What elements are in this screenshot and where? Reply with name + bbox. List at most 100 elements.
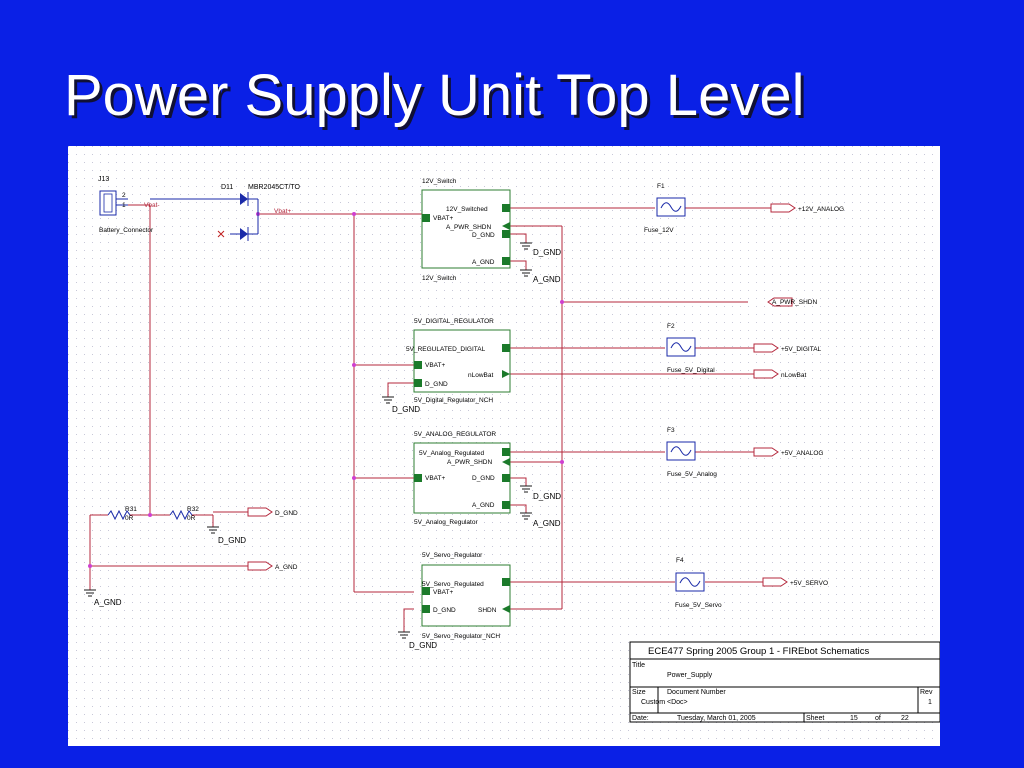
- port-5v-servo-icon: [762, 577, 788, 587]
- title-label: Title: [632, 662, 645, 669]
- block-digital-name: 5V_DIGITAL_REGULATOR: [414, 318, 494, 325]
- slide-title: Power Supply Unit Top Level: [64, 63, 805, 128]
- port-labels: +12V_ANALOG A_PWR_SHDN +5V_DIGITAL nLowB…: [275, 206, 844, 587]
- of-label: of: [875, 715, 881, 722]
- net-vbat-minus: Vbat-: [144, 202, 160, 209]
- block-5v-digital: 5V_DIGITAL_REGULATOR 5V_REGULATED_DIGITA…: [406, 318, 511, 404]
- pin-digital-out: 5V_REGULATED_DIGITAL: [406, 346, 486, 353]
- block-12v-switch: 12V_Switch 12V_Switched VBAT+ A_PWR_SHDN…: [421, 178, 511, 282]
- block-5v-analog: 5V_ANALOG_REGULATOR 5V_Analog_Regulated …: [413, 431, 511, 526]
- gnd-label-d-analog: D_GND: [533, 492, 561, 501]
- fuse-f2: F2 Fuse_5V_Digital: [666, 323, 715, 374]
- port-a-pwr-shdn: A_PWR_SHDN: [772, 299, 817, 306]
- block-servo-name: 5V_Servo_Regulator: [422, 552, 483, 559]
- pin-analog-dgnd: D_GND: [472, 475, 495, 482]
- block-5v-servo: 5V_Servo_Regulator 5V_Servo_Regulated VB…: [421, 552, 511, 640]
- port-5v-analog: +5V_ANALOG: [781, 450, 823, 457]
- gnd-label-a-main: A_GND: [94, 598, 122, 607]
- fuse-f4-ref: F4: [676, 557, 684, 564]
- pin-analog-vbat: VBAT+: [425, 475, 445, 482]
- port-5v-digital-icon: [753, 343, 779, 353]
- port-5v-servo: +5V_SERVO: [790, 580, 828, 587]
- port-a-gnd: A_GND: [275, 564, 298, 571]
- diode-part: MBR2045CT/TO: [248, 184, 301, 191]
- title-block: ECE477 Spring 2005 Group 1 - FIREbot Sch…: [629, 641, 940, 723]
- ground-icon: [520, 242, 532, 250]
- docnum-value: <Doc>: [667, 699, 688, 706]
- date-label: Date:: [632, 715, 649, 722]
- size-label: Size: [632, 689, 646, 696]
- pin-analog-out: 5V_Analog_Regulated: [419, 450, 484, 457]
- block-servo-subname: 5V_Servo_Regulator_NCH: [422, 633, 500, 640]
- connector-name: Battery_Connector: [99, 227, 154, 234]
- pin-12v-agnd: A_GND: [472, 259, 495, 266]
- schematic-sheet: J13 2 1 Battery_Connector Vbat- D11 MBR2…: [68, 146, 940, 746]
- block-analog-subname: 5V_Analog_Regulator: [414, 519, 478, 526]
- date-value: Tuesday, March 01, 2005: [677, 715, 756, 722]
- wires: [89, 204, 771, 632]
- block-12v-subname: 12V_Switch: [422, 275, 457, 282]
- fuse-f2-ref: F2: [667, 323, 675, 330]
- r31-value: 0R: [125, 515, 134, 522]
- port-shdn-icon: [767, 297, 793, 307]
- gnd-label-d-digital: D_GND: [392, 405, 420, 414]
- pin-servo-dgnd: D_GND: [433, 607, 456, 614]
- battery-connector: J13 2 1 Battery_Connector Vbat-: [98, 176, 160, 234]
- ground-icon: [520, 485, 532, 493]
- ground-icon: [398, 631, 410, 639]
- connector-pin-2: 2: [122, 192, 126, 199]
- dual-diode: D11 MBR2045CT/TO Vbat+: [150, 184, 301, 241]
- gnd-label-d-resistor: D_GND: [218, 536, 246, 545]
- pin-servo-out: 5V_Servo_Regulated: [422, 581, 484, 588]
- pin-digital-dgnd: D_GND: [425, 381, 448, 388]
- gnd-label-a-analog: A_GND: [533, 519, 561, 528]
- pin-digital-vbat: VBAT+: [425, 362, 445, 369]
- ground-icon: [207, 526, 219, 534]
- ground-labels: D_GND A_GND D_GND A_GND D_GND D_GND D_GN…: [94, 248, 561, 650]
- diode-ref: D11: [221, 184, 233, 191]
- pin-digital-nlow: nLowBat: [468, 372, 493, 379]
- pin-12v-shdn: A_PWR_SHDN: [446, 224, 491, 231]
- fuse-f2-name: Fuse_5V_Digital: [667, 367, 715, 374]
- gnd-label-d-servo: D_GND: [409, 641, 437, 650]
- r32-value: 0R: [187, 515, 196, 522]
- block-12v-name: 12V_Switch: [422, 178, 457, 185]
- fuse-f1: F1 Fuse_12V: [644, 183, 686, 234]
- pin-12v-vbat: VBAT+: [433, 215, 453, 222]
- ground-symbols: [84, 242, 532, 639]
- resistor-r32: R32 0R: [169, 506, 199, 522]
- size-value: Custom: [641, 699, 665, 706]
- rev-value: 1: [928, 699, 932, 706]
- ground-icon: [382, 396, 394, 404]
- connector-pin-1: 1: [122, 202, 126, 209]
- gnd-label-d-12v: D_GND: [533, 248, 561, 257]
- port-d-gnd: D_GND: [275, 510, 298, 517]
- ground-icon: [520, 512, 532, 520]
- pin-servo-vbat: VBAT+: [433, 589, 453, 596]
- port-12v-analog-icon: [770, 203, 796, 213]
- of-value: 22: [901, 715, 909, 722]
- title-value: Power_Supply: [667, 672, 713, 679]
- schematic-drawing: J13 2 1 Battery_Connector Vbat- D11 MBR2…: [68, 146, 940, 746]
- sheet-value: 15: [850, 715, 858, 722]
- rev-label: Rev: [920, 689, 933, 696]
- junction-dots: [88, 212, 564, 568]
- block-analog-name: 5V_ANALOG_REGULATOR: [414, 431, 496, 438]
- port-agnd-icon: [247, 561, 273, 571]
- sheet-label: Sheet: [806, 715, 824, 722]
- fuse-f3-name: Fuse_5V_Analog: [667, 471, 717, 478]
- fuse-f4-name: Fuse_5V_Servo: [675, 602, 722, 609]
- pin-analog-shdn: A_PWR_SHDN: [447, 459, 492, 466]
- fuse-f3: F3 Fuse_5V_Analog: [666, 427, 717, 478]
- resistor-r31: R31 0R: [107, 506, 137, 522]
- port-5v-analog-icon: [753, 447, 779, 457]
- pin-servo-shdn: SHDN: [478, 607, 497, 614]
- port-nlowbat-icon: [753, 369, 779, 379]
- title-block-header: ECE477 Spring 2005 Group 1 - FIREbot Sch…: [648, 646, 870, 657]
- ground-icon: [84, 589, 96, 597]
- fuse-f4: F4 Fuse_5V_Servo: [675, 557, 722, 609]
- port-dgnd-icon: [247, 507, 273, 517]
- docnum-label: Document Number: [667, 689, 726, 696]
- gnd-label-a-12v: A_GND: [533, 275, 561, 284]
- r31-ref: R31: [125, 506, 137, 513]
